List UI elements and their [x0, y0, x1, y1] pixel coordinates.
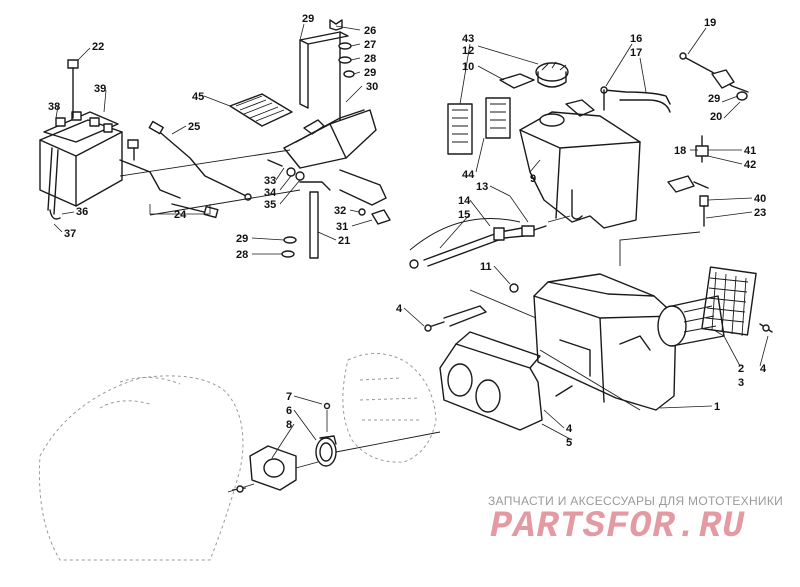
pad-45	[229, 93, 293, 127]
callout-10: 10	[462, 61, 474, 73]
callout-39: 39	[94, 83, 106, 95]
callout-4-left: 4	[396, 303, 403, 315]
callout-16: 16	[630, 33, 642, 45]
callout-19: 19	[704, 17, 716, 29]
callout-2: 2	[738, 363, 744, 375]
callout-20: 20	[710, 111, 722, 123]
watermark-caption: ЗАПЧАСТИ И АКСЕССУАРЫ ДЛЯ МОТОТЕХНИКИ	[488, 494, 784, 508]
callout-9: 9	[530, 173, 536, 185]
oil-tank-assembly	[409, 52, 749, 269]
air-silencer-assembly	[424, 231, 773, 431]
callout-18: 18	[674, 145, 686, 157]
callout-3: 3	[738, 377, 744, 389]
callout-17: 17	[630, 47, 642, 59]
callout-43: 43	[462, 33, 474, 45]
callout-26: 26	[364, 25, 376, 37]
callout-labels: 22 38 39 36 37 25 24 45 29 26 27 28 29 3…	[48, 13, 767, 449]
callout-40: 40	[754, 193, 766, 205]
callout-4-right: 4	[760, 363, 767, 375]
battery-tray-assembly	[119, 19, 391, 259]
callout-23: 23	[754, 207, 766, 219]
callout-29-right: 29	[708, 93, 720, 105]
callout-28-top: 28	[364, 53, 376, 65]
callout-32: 32	[334, 205, 346, 217]
callout-4-bottom: 4	[566, 423, 573, 435]
carb-mount-assembly	[227, 385, 573, 493]
callout-29-top: 29	[302, 13, 314, 25]
callout-14: 14	[458, 195, 471, 207]
callout-21: 21	[338, 235, 350, 247]
watermark-logo: PARTSFOR.RU	[490, 506, 746, 548]
engine-outline	[38, 353, 437, 561]
callout-22: 22	[92, 41, 104, 53]
callout-8: 8	[286, 419, 292, 431]
callout-36: 36	[76, 206, 88, 218]
callout-1: 1	[714, 401, 720, 413]
callout-27: 27	[364, 39, 376, 51]
callout-29-bottom: 29	[236, 233, 248, 245]
callout-38: 38	[48, 101, 60, 113]
callout-12: 12	[462, 45, 474, 57]
callout-28-bottom: 28	[236, 249, 248, 261]
gasket-43	[447, 103, 473, 155]
callout-6: 6	[286, 405, 292, 417]
callout-37: 37	[64, 228, 76, 240]
callout-29-mid: 29	[364, 67, 376, 79]
callout-25: 25	[188, 121, 200, 133]
callout-33: 33	[264, 175, 276, 187]
callout-34: 34	[264, 187, 277, 199]
callout-45: 45	[192, 91, 204, 103]
callout-15: 15	[458, 209, 470, 221]
callout-24: 24	[174, 209, 187, 221]
leader-lines	[53, 23, 769, 459]
callout-13: 13	[476, 181, 488, 193]
callout-35: 35	[264, 199, 276, 211]
callout-7: 7	[286, 391, 292, 403]
callout-44: 44	[462, 169, 475, 181]
gasket-44	[485, 97, 511, 139]
callout-31: 31	[336, 221, 348, 233]
callout-11: 11	[480, 261, 492, 273]
battery-cap-22	[67, 59, 79, 69]
battery-assembly	[39, 59, 252, 220]
callout-5: 5	[566, 437, 572, 449]
callout-30: 30	[366, 81, 378, 93]
callout-41: 41	[744, 145, 756, 157]
callout-42: 42	[744, 159, 756, 171]
